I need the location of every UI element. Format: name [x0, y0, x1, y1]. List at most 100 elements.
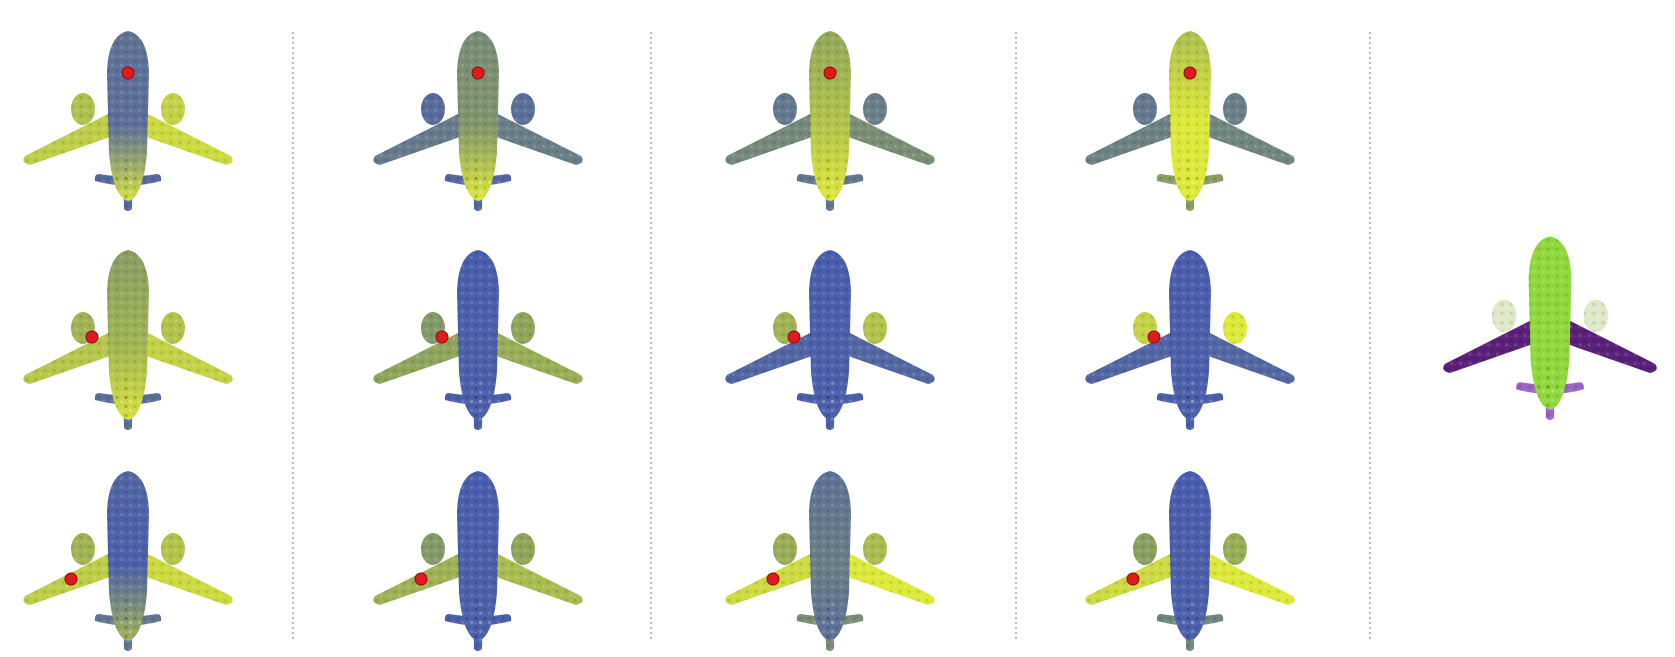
fuselage-texture: [457, 250, 499, 420]
heatmap-panel-r3-c4-airplane: [1085, 471, 1295, 651]
left-wing-texture: [23, 113, 110, 165]
fuselage-texture: [809, 31, 851, 201]
fuselage-texture: [457, 471, 499, 641]
query-point-marker: [471, 66, 485, 80]
right-engine-texture: [161, 533, 185, 565]
left-engine-texture: [421, 533, 445, 565]
heatmap-panel-r2-c2: [373, 250, 583, 430]
right-wing-texture: [1208, 113, 1295, 165]
right-wing-texture: [848, 113, 935, 165]
left-wing-texture: [1443, 320, 1532, 374]
heatmap-panel-r2-c1: [23, 250, 233, 430]
left-engine-texture: [773, 93, 797, 125]
fuselage-texture: [809, 250, 851, 420]
heatmap-panel-r1-c3-airplane: [725, 31, 935, 211]
right-wing-texture: [848, 332, 935, 384]
part-segmentation-airplane: [1443, 236, 1657, 420]
left-wing-texture: [373, 332, 460, 384]
left-engine-texture: [1491, 299, 1517, 333]
heatmap-panel-r2-c1-airplane: [23, 250, 233, 430]
heatmap-panel-r3-c3-airplane: [725, 471, 935, 651]
fuselage-texture: [1169, 250, 1211, 420]
fuselage-texture: [1169, 31, 1211, 201]
right-wing-texture: [1208, 553, 1295, 605]
right-wing-texture: [146, 113, 233, 165]
right-wing-texture: [146, 553, 233, 605]
left-wing-texture: [725, 332, 812, 384]
heatmap-panel-r3-c2-airplane: [373, 471, 583, 651]
right-engine-texture: [1223, 533, 1247, 565]
heatmap-panel-r3-c2: [373, 471, 583, 651]
right-wing-texture: [496, 113, 583, 165]
right-engine-texture: [511, 93, 535, 125]
right-engine-texture: [863, 533, 887, 565]
query-point-marker: [1126, 572, 1140, 586]
fuselage-texture: [457, 31, 499, 201]
heatmap-panel-r1-c2: [373, 31, 583, 211]
fuselage-texture: [107, 250, 149, 420]
heatmap-panel-r1-c4: [1085, 31, 1295, 211]
right-wing-texture: [496, 332, 583, 384]
heatmap-panel-r2-c4: [1085, 250, 1295, 430]
fuselage-texture: [107, 31, 149, 201]
right-wing-texture: [146, 332, 233, 384]
left-wing-texture: [1085, 113, 1172, 165]
fuselage-texture: [1528, 236, 1572, 410]
right-wing-texture: [1208, 332, 1295, 384]
heatmap-panel-r1-c1-airplane: [23, 31, 233, 211]
left-wing-texture: [373, 113, 460, 165]
right-wing-texture: [496, 553, 583, 605]
query-point-marker: [1183, 66, 1197, 80]
heatmap-panel-r1-c3: [725, 31, 935, 211]
left-engine-texture: [71, 533, 95, 565]
left-engine-texture: [71, 93, 95, 125]
heatmap-panel-r2-c4-airplane: [1085, 250, 1295, 430]
left-wing-texture: [23, 332, 110, 384]
left-engine-texture: [1133, 533, 1157, 565]
heatmap-panel-r3-c1: [23, 471, 233, 651]
query-point-marker: [1147, 330, 1161, 344]
right-engine-texture: [161, 93, 185, 125]
left-wing-texture: [725, 113, 812, 165]
heatmap-panel-r2-c3: [725, 250, 935, 430]
left-engine-texture: [773, 533, 797, 565]
right-wing-texture: [848, 553, 935, 605]
right-engine-texture: [1583, 299, 1609, 333]
right-wing-texture: [1568, 320, 1657, 374]
heatmap-panel-r2-c3-airplane: [725, 250, 935, 430]
heatmap-panel-r1-c2-airplane: [373, 31, 583, 211]
right-engine-texture: [511, 533, 535, 565]
heatmap-panel-r3-c4: [1085, 471, 1295, 651]
segmentation-airplane: [1443, 236, 1657, 420]
heatmap-panel-r3-c1-airplane: [23, 471, 233, 651]
right-engine-texture: [511, 312, 535, 344]
heatmap-panel-r2-c2-airplane: [373, 250, 583, 430]
right-engine-texture: [1223, 93, 1247, 125]
query-point-marker: [414, 572, 428, 586]
query-point-marker: [85, 330, 99, 344]
query-point-marker: [435, 330, 449, 344]
query-point-marker: [823, 66, 837, 80]
query-point-marker: [787, 330, 801, 344]
left-engine-texture: [1133, 93, 1157, 125]
query-point-marker: [121, 66, 135, 80]
query-point-marker: [766, 572, 780, 586]
left-engine-texture: [421, 93, 445, 125]
fuselage-texture: [107, 471, 149, 641]
right-engine-texture: [863, 93, 887, 125]
fuselage-texture: [809, 471, 851, 641]
heatmap-grid: [23, 31, 1295, 651]
column-separators: [292, 32, 1371, 640]
right-engine-texture: [863, 312, 887, 344]
right-engine-texture: [161, 312, 185, 344]
heatmap-panel-r1-c4-airplane: [1085, 31, 1295, 211]
fuselage-texture: [1169, 471, 1211, 641]
query-point-marker: [64, 572, 78, 586]
heatmap-panel-r1-c1: [23, 31, 233, 211]
right-engine-texture: [1223, 312, 1247, 344]
segmentation-panel: [1443, 236, 1657, 420]
heatmap-panel-r3-c3: [725, 471, 935, 651]
left-wing-texture: [1085, 332, 1172, 384]
